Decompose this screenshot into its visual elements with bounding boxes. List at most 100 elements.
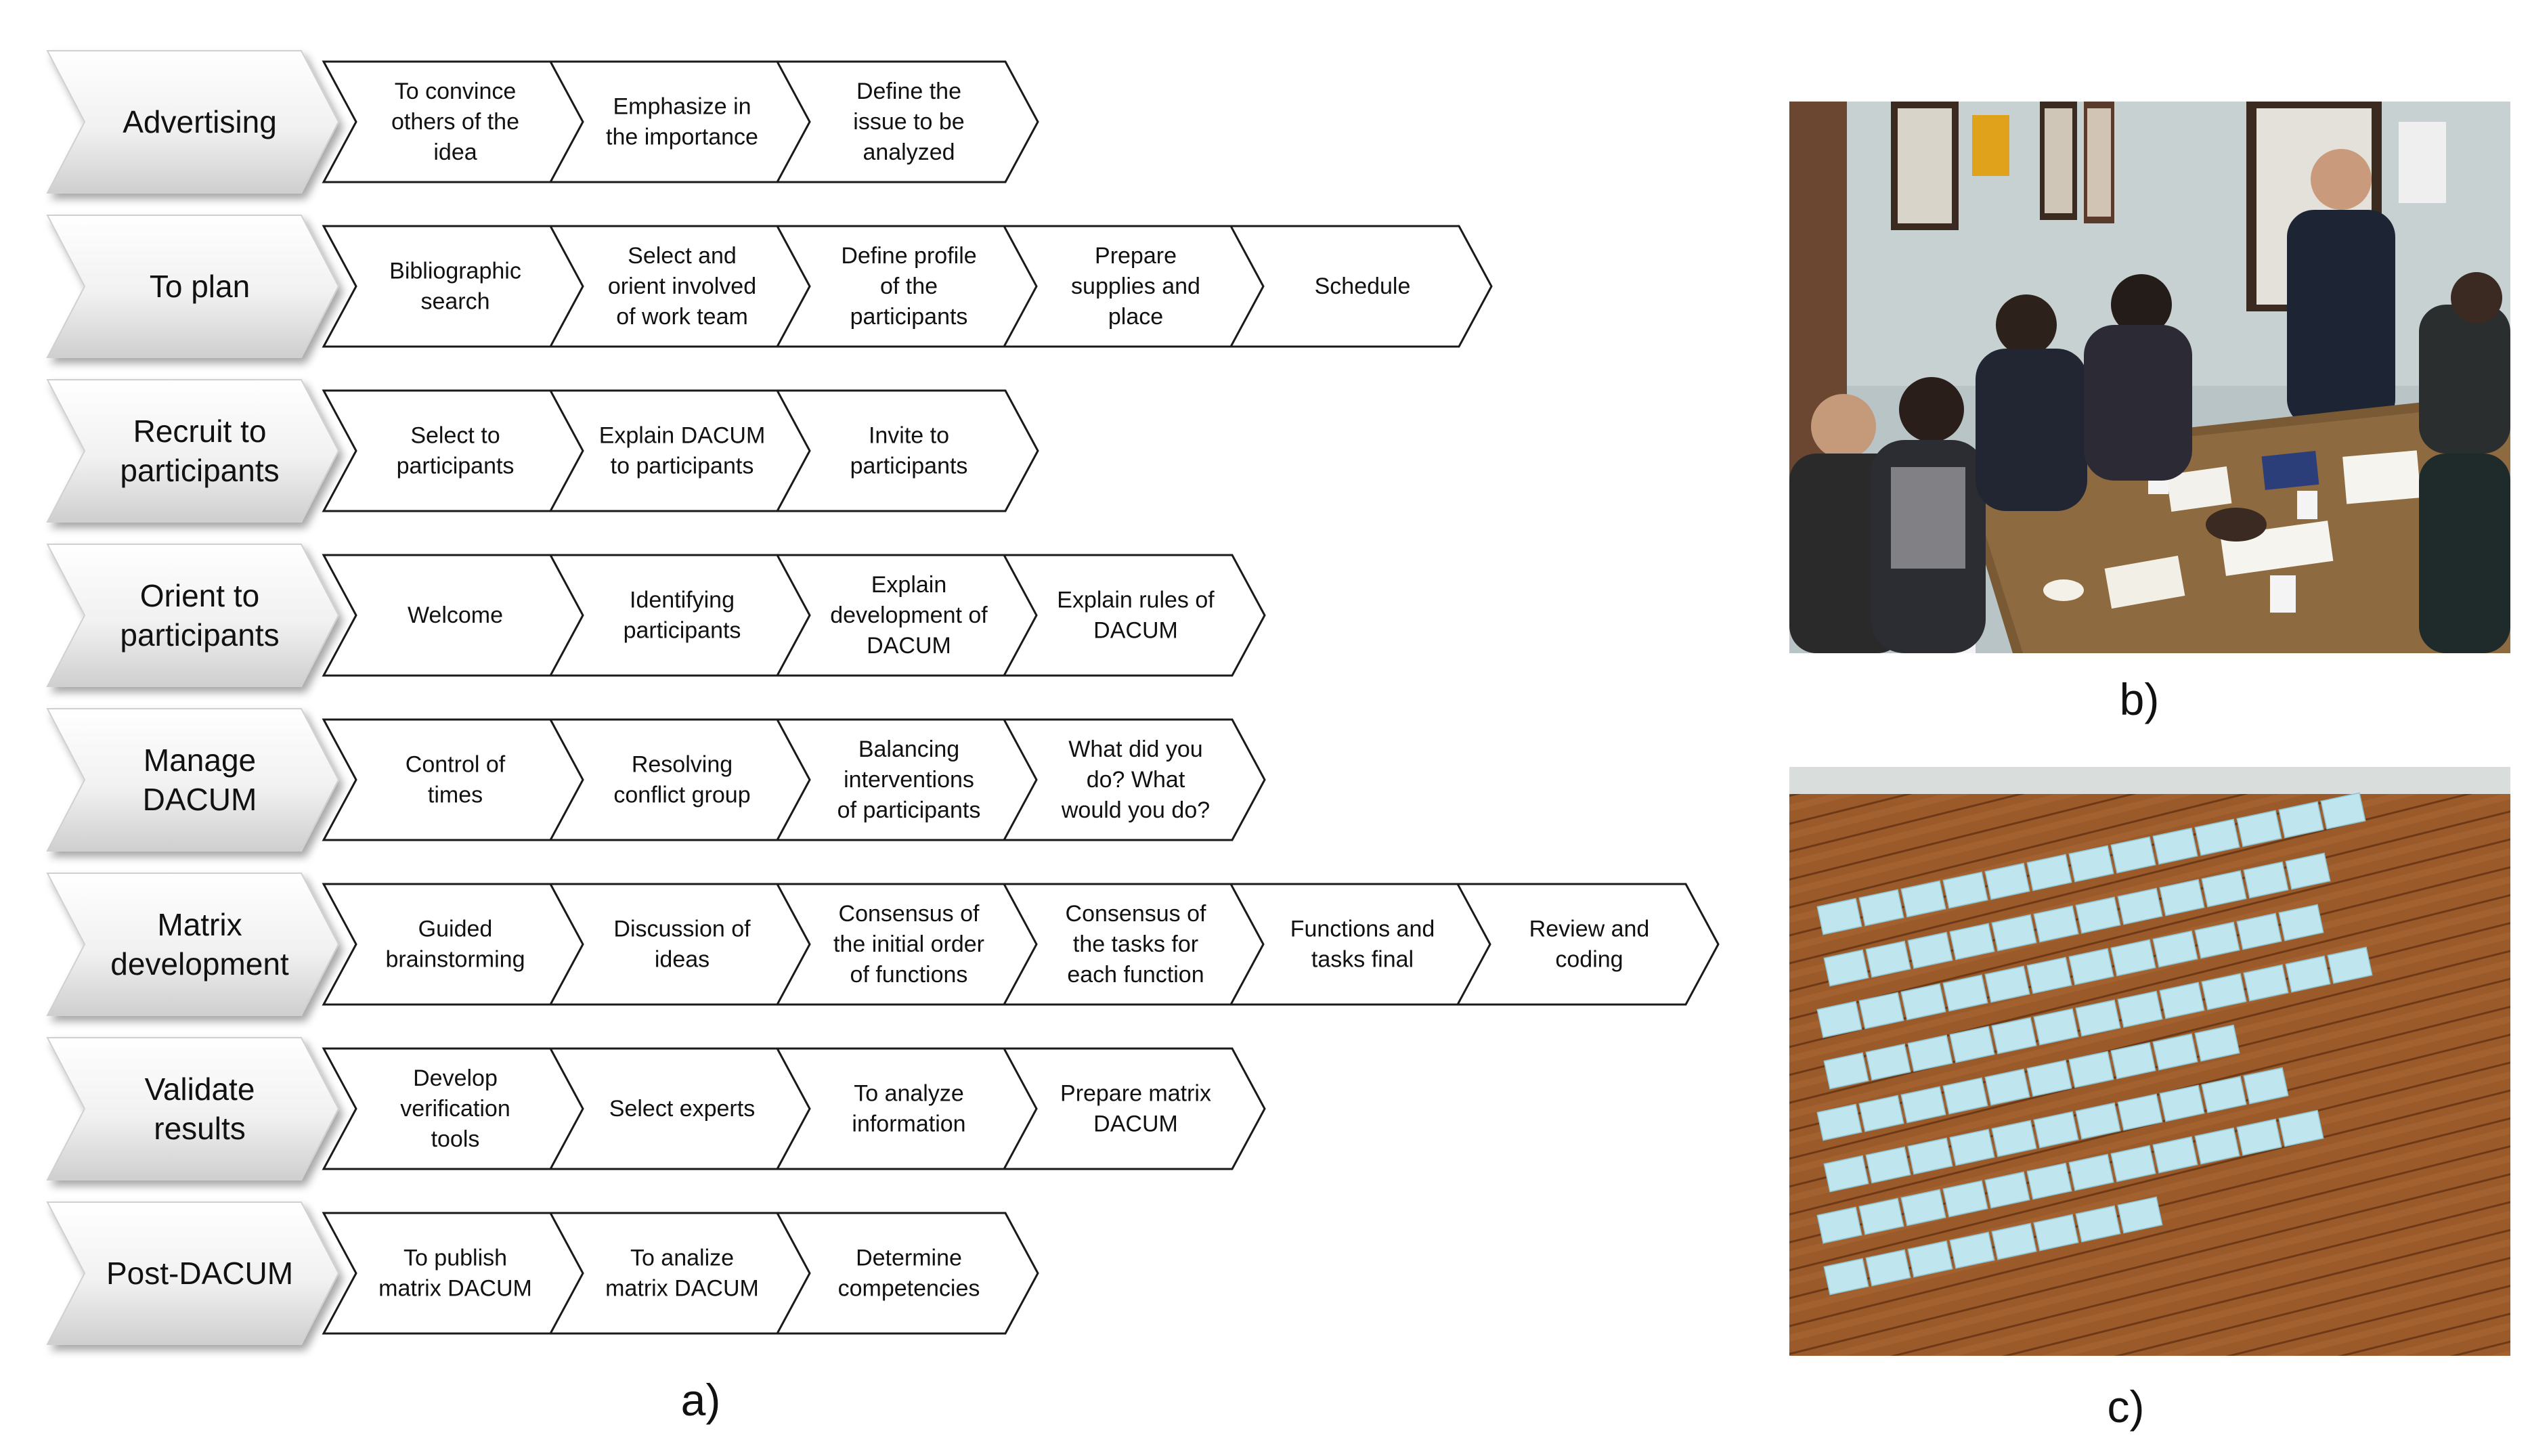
index-card [1816, 898, 1862, 935]
step-label-line: analyzed [863, 139, 955, 165]
index-card [2152, 1136, 2198, 1174]
index-card [2152, 1033, 2198, 1071]
step-label-line: participants [850, 454, 968, 479]
step-label: To publish matrix DACUM [378, 1245, 532, 1302]
index-card [1865, 1249, 1911, 1287]
index-card [2159, 981, 2205, 1019]
index-card [2075, 999, 2121, 1037]
step-label-line: Determine [856, 1245, 962, 1271]
step-label-line: Discussion of [613, 917, 751, 942]
step-chevron [322, 718, 586, 841]
step-chevron [322, 883, 586, 1006]
step-label-line: Guided [418, 917, 493, 942]
index-card [1865, 940, 1911, 978]
step-label-line: participants [850, 304, 968, 330]
index-card [2110, 1145, 2156, 1183]
index-card [2033, 1214, 2079, 1252]
index-card [2194, 1024, 2240, 1062]
step-label-line: issue to be [853, 109, 964, 135]
step-label-line: development of [830, 602, 988, 628]
index-card [1865, 1043, 1911, 1081]
index-card [2117, 1093, 2163, 1131]
step-label-line: Review and [1529, 917, 1650, 942]
step-label-line: place [1108, 304, 1163, 330]
index-card [2117, 1196, 2163, 1234]
index-card [2194, 921, 2240, 959]
index-card [1949, 923, 1995, 961]
step-label-line: Define profile [841, 243, 976, 269]
step-label-line: To publish [404, 1245, 507, 1271]
index-card [2236, 912, 2282, 950]
index-card [1942, 974, 1988, 1012]
step-label-line: Define the [856, 79, 961, 104]
step-label-line: verification [400, 1096, 510, 1122]
index-card [1949, 1231, 1995, 1269]
index-card [2075, 1205, 2121, 1243]
index-card [2033, 905, 2079, 943]
step-label-line: tools [431, 1126, 480, 1152]
stage-chevron [46, 50, 340, 194]
step-label-line: Consensus of [839, 901, 980, 927]
step-label-line: DACUM [1093, 1111, 1178, 1137]
step-chevron [775, 1047, 1039, 1170]
step-chevron [548, 718, 812, 841]
index-card [1991, 1120, 2037, 1157]
step-chevron [1229, 225, 1493, 348]
step-label-line: matrix DACUM [605, 1276, 759, 1302]
stage-chevron [46, 873, 340, 1016]
step-label-line: matrix DACUM [378, 1276, 532, 1302]
index-card [2110, 1042, 2156, 1080]
stage-label-line: Orient to [140, 578, 259, 613]
stage-label-line: DACUM [143, 782, 257, 817]
step-label-line: to participants [611, 454, 754, 479]
index-card [1900, 983, 1946, 1021]
step-label-line: Consensus of [1066, 901, 1206, 927]
index-card [1823, 1258, 1869, 1296]
index-card [1984, 1068, 2030, 1106]
index-card [2159, 1084, 2205, 1122]
index-card [1900, 1086, 1946, 1124]
step-chevron [322, 1212, 586, 1335]
index-card [2110, 836, 2156, 874]
step-label-line: the initial order [833, 931, 984, 957]
index-card [1907, 931, 1953, 969]
index-card [2194, 1127, 2240, 1165]
index-card [1858, 889, 1904, 927]
step-label-line: Invite to [869, 423, 949, 449]
index-card [2201, 1076, 2247, 1113]
index-card [2243, 1067, 2289, 1105]
step-label: Invite to participants [850, 423, 968, 479]
step-chevron [322, 225, 586, 348]
step-label-line: Bibliographic [389, 259, 521, 284]
step-chevron [548, 883, 812, 1006]
index-card [2243, 964, 2289, 1002]
step-label-line: idea [433, 139, 477, 165]
step-label-line: Resolving [632, 752, 733, 778]
index-card [2327, 946, 2373, 984]
step-label: Select experts [609, 1096, 755, 1122]
index-card [1949, 1128, 1995, 1166]
step-label-line: conflict group [613, 782, 750, 808]
step-chevron [775, 1212, 1039, 1335]
index-card [2278, 801, 2324, 839]
step-label-line: Welcome [408, 602, 503, 628]
step-label-line: would you do? [1061, 797, 1210, 823]
step-label: Consensus of the initial order of function… [833, 901, 984, 988]
step-label-line: of functions [850, 962, 968, 988]
step-chevron [548, 389, 812, 512]
caption-a: a) [680, 1375, 721, 1425]
step-label-line: participants [397, 454, 515, 479]
index-card [1907, 1137, 1953, 1175]
